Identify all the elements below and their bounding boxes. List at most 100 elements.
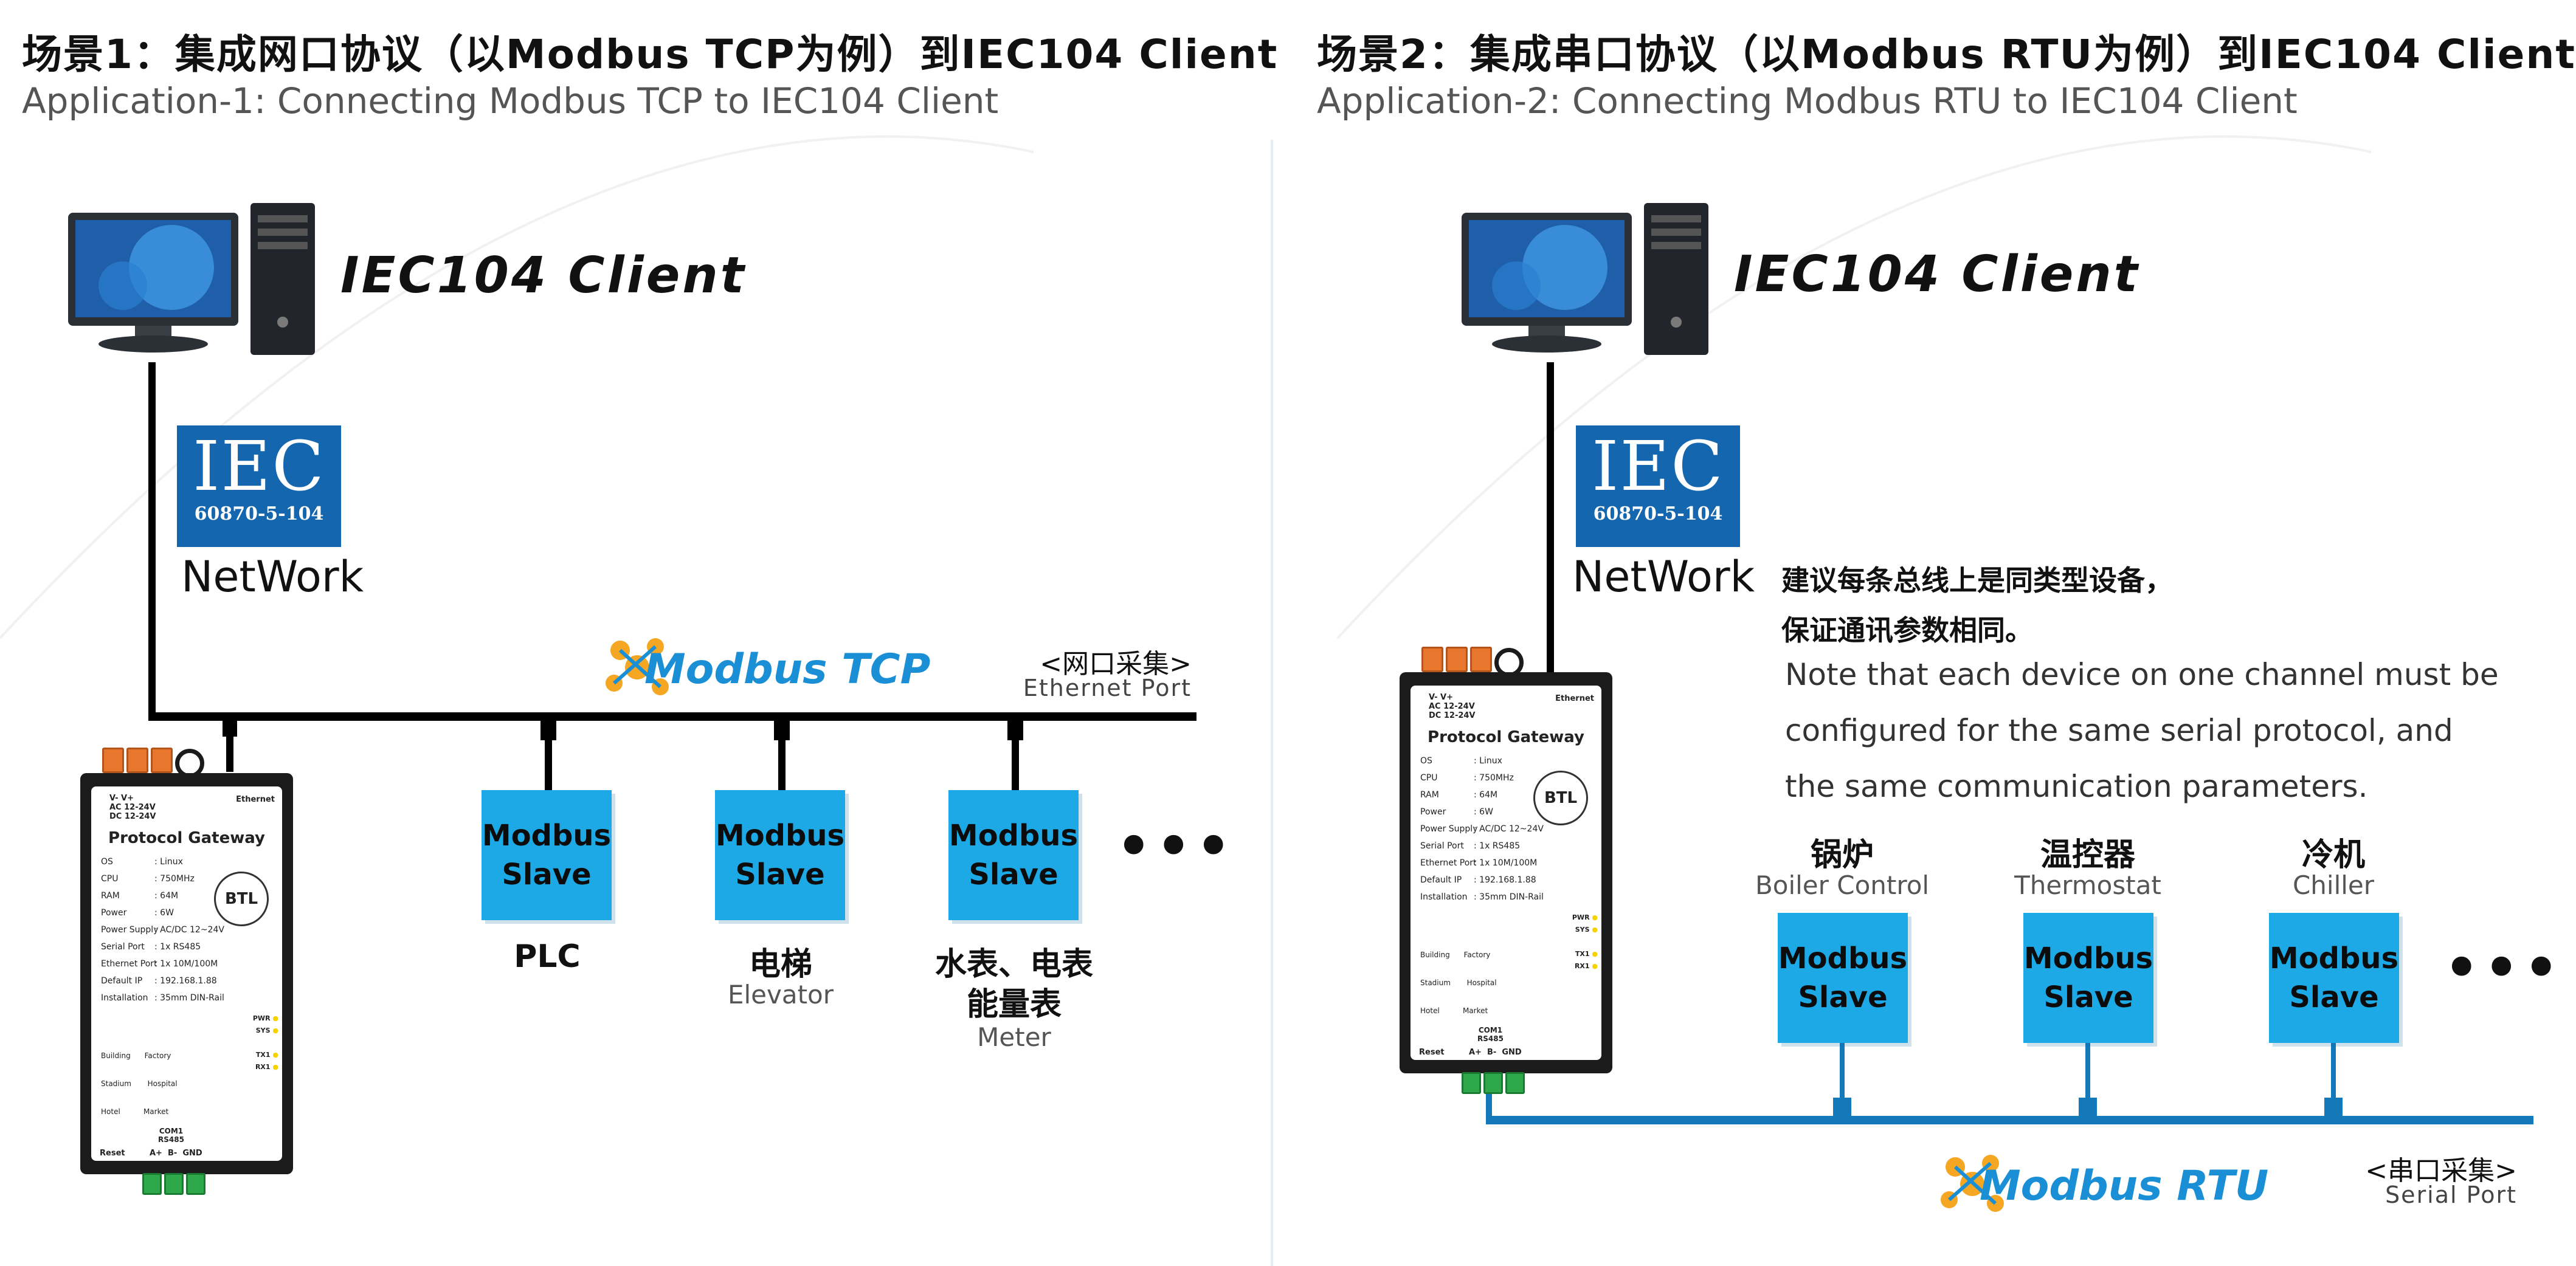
slave-label-line1: Modbus xyxy=(715,819,845,853)
device-name-elevator-en: Elevator xyxy=(727,980,834,1010)
iec-logo: IEC 60870-5-104 xyxy=(177,425,341,547)
gateway-pin-labels: A+ B- GND xyxy=(1469,1048,1522,1057)
device-name-boiler-en: Boiler Control xyxy=(1755,870,1930,900)
slave-label-line1: Modbus xyxy=(1778,941,1908,975)
serial-bus-riser xyxy=(1486,1094,1492,1116)
slave-label-line1: Modbus xyxy=(2269,941,2399,975)
slave-drop-wire xyxy=(2085,1043,2090,1101)
iec-logo: IEC 60870-5-104 xyxy=(1576,425,1740,547)
ethernet-bus xyxy=(148,712,1196,721)
bus-tap xyxy=(223,718,237,737)
gateway-ethernet-label: Ethernet xyxy=(1555,694,1594,703)
left-client-title: IEC104 Client xyxy=(340,247,747,304)
gateway-pin-labels: A+ B- GND xyxy=(150,1149,202,1158)
gateway-application-icons: Building Factory Stadium Hospital Hotel … xyxy=(1420,951,1497,1015)
slave-drop-wire xyxy=(545,739,552,790)
slave-label-line2: Slave xyxy=(969,858,1058,892)
left-network-wire xyxy=(148,362,156,721)
slave-drop-wire xyxy=(778,739,786,790)
left-network-label: NetWork xyxy=(181,552,364,602)
slave-label-line2: Slave xyxy=(2043,980,2133,1014)
bus-tap xyxy=(2324,1098,2343,1118)
power-terminal-block xyxy=(1421,647,1494,675)
device-name-thermostat-cn: 温控器 xyxy=(2040,837,2135,873)
gateway-led-labels: PWR ● SYS ● TX1 ● RX1 ● xyxy=(1572,913,1598,970)
slave-label-line2: Slave xyxy=(502,858,592,892)
panel-divider xyxy=(1271,140,1273,1266)
gateway-spec-list: OS: Linux CPU: 750MHz RAM: 64M Power: 6W… xyxy=(101,857,224,1003)
gateway-title: Protocol Gateway xyxy=(108,829,265,847)
modbus-rtu-logo-text: Modbus RTU xyxy=(1980,1162,2269,1210)
slave-label-line1: Modbus xyxy=(2023,941,2153,975)
right-heading-cn: 场景2：集成串口协议（以Modbus RTU为例）到IEC104 Client xyxy=(1317,31,2576,78)
more-devices-ellipsis: ••• xyxy=(2444,936,2564,1000)
computer-icon xyxy=(1462,203,1708,355)
serial-bus xyxy=(1486,1116,2533,1124)
left-heading-en: Application-1: Connecting Modbus TCP to … xyxy=(22,80,999,122)
serial-port-label-cn: <串口采集> xyxy=(2365,1155,2517,1186)
btl-seal-icon: BTL xyxy=(214,872,269,926)
serial-port-label-en: Serial Port xyxy=(2385,1182,2517,1208)
computer-icon xyxy=(68,203,315,355)
right-network-wire xyxy=(1547,362,1554,678)
device-name-meter-cn2: 能量表 xyxy=(966,986,1062,1023)
gateway-reset-label: Reset xyxy=(1419,1048,1445,1057)
gateway-uplink xyxy=(226,735,233,772)
bus-tap xyxy=(1833,1098,1851,1118)
power-terminal-block xyxy=(102,748,175,776)
more-devices-ellipsis: ••• xyxy=(1116,814,1236,878)
btl-seal-icon: BTL xyxy=(1533,771,1588,825)
modbus-logo-icon xyxy=(1941,1155,2004,1212)
device-name-thermostat-en: Thermostat xyxy=(2014,870,2161,900)
gateway-reset-label: Reset xyxy=(100,1149,125,1158)
slave-label-line2: Slave xyxy=(2289,980,2379,1014)
right-client-title: IEC104 Client xyxy=(1734,246,2141,303)
serial-terminal-block xyxy=(1462,1072,1527,1096)
iec-logo-standard: 60870-5-104 xyxy=(194,503,324,525)
modbus-tcp-logo-text: Modbus TCP xyxy=(644,645,931,693)
device-name-boiler-cn: 锅炉 xyxy=(1810,837,1874,873)
bus-tap xyxy=(1007,718,1023,740)
device-name-plc: PLC xyxy=(514,938,581,975)
note-cn: 建议每条总线上是同类型设备， 保证通讯参数相同。 xyxy=(1781,564,2173,647)
gateway-spec-list: OS: Linux CPU: 750MHz RAM: 64M Power: 6W… xyxy=(1420,756,1544,902)
slave-label-line2: Slave xyxy=(735,858,825,892)
slave-drop-wire xyxy=(1012,739,1019,790)
iec-logo-text: IEC xyxy=(1592,427,1724,506)
iec-logo-text: IEC xyxy=(193,427,325,506)
bus-tap xyxy=(774,718,790,740)
bus-tap xyxy=(540,718,556,740)
ethernet-port-label-cn: <网口采集> xyxy=(1040,648,1192,679)
device-name-elevator-cn: 电梯 xyxy=(748,946,812,983)
modbus-logo-icon xyxy=(606,638,669,695)
device-name-chiller-cn: 冷机 xyxy=(2301,837,2365,873)
device-name-meter-en: Meter xyxy=(977,1022,1051,1052)
gateway-application-icons: Building Factory Stadium Hospital Hotel … xyxy=(101,1051,178,1116)
slave-drop-wire xyxy=(2331,1043,2336,1101)
device-name-chiller-en: Chiller xyxy=(2292,870,2375,900)
device-name-meter-cn: 水表、电表 xyxy=(934,946,1093,983)
slave-label-line1: Modbus xyxy=(948,819,1079,853)
iec-logo-standard: 60870-5-104 xyxy=(1593,503,1723,525)
gateway-title: Protocol Gateway xyxy=(1428,728,1584,746)
left-heading-cn: 场景1：集成网口协议（以Modbus TCP为例）到IEC104 Client xyxy=(22,31,1279,78)
gateway-ethernet-label: Ethernet xyxy=(236,795,275,804)
note-en: Note that each device on one channel mus… xyxy=(1785,657,2499,804)
ethernet-port-label-en: Ethernet Port xyxy=(1023,675,1192,701)
slave-label-line2: Slave xyxy=(1798,980,1888,1014)
bus-tap xyxy=(2079,1098,2097,1118)
